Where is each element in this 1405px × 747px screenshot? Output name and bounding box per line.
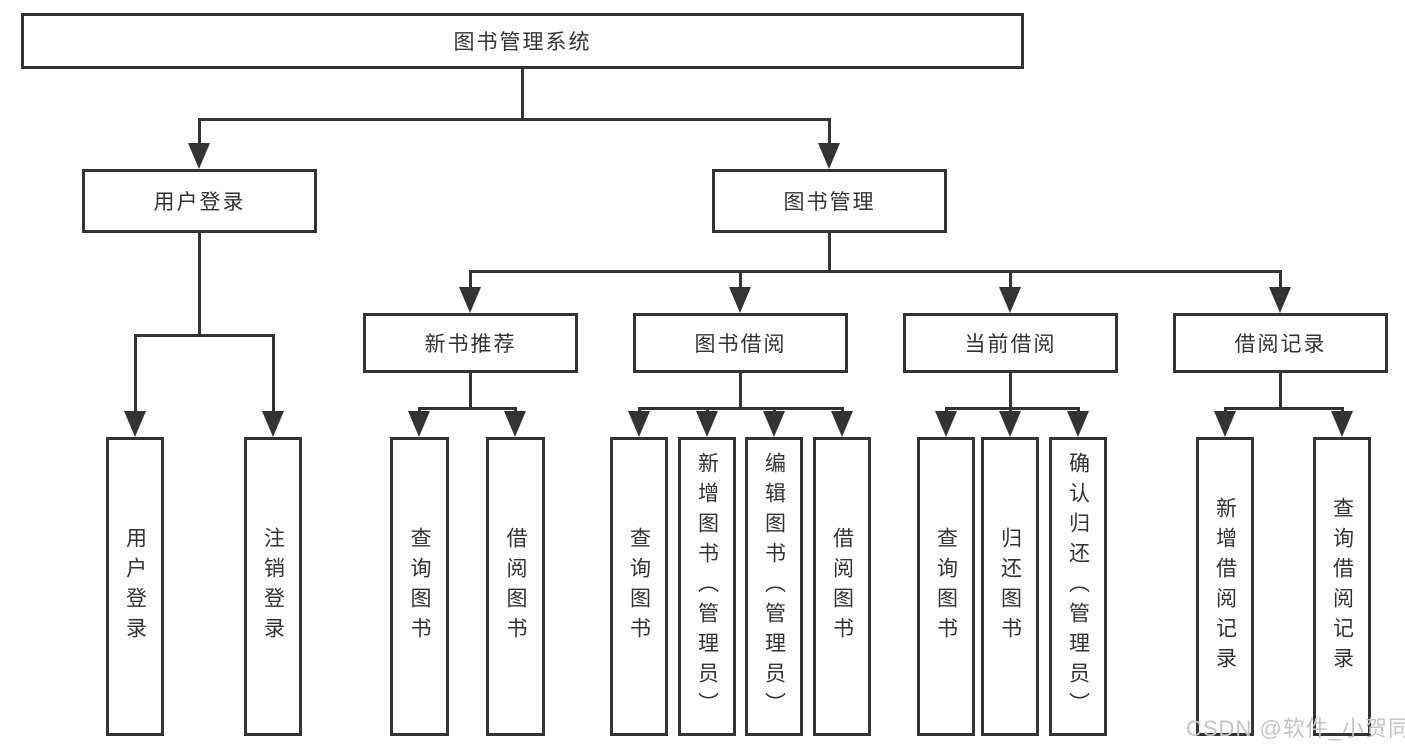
leaf-edit-book-admin: 编辑图书（管理员） <box>745 437 803 736</box>
leaf-query-books-borrow: 查询图书 <box>610 437 668 736</box>
connector-arrow-stem <box>1008 271 1012 291</box>
connector-arrow-stem <box>738 271 742 291</box>
arrowhead-down-icon <box>831 411 853 437</box>
connector-arrow-stem <box>1278 271 1282 291</box>
connector-stem <box>468 373 472 410</box>
connector-bar <box>417 406 517 410</box>
arrowhead-down-icon <box>504 411 526 437</box>
connector-arrow-stem <box>271 335 275 415</box>
leaf-logout: 注销登录 <box>244 437 302 736</box>
connector-stem <box>827 233 831 273</box>
arrowhead-down-icon <box>188 143 210 169</box>
arrowhead-down-icon <box>999 411 1021 437</box>
connector-stem <box>520 69 524 121</box>
arrowhead-down-icon <box>408 411 430 437</box>
leaf-add-borrow-record: 新增借阅记录 <box>1196 437 1254 736</box>
connector-arrow-stem <box>197 119 201 147</box>
arrowhead-down-icon <box>999 287 1021 313</box>
arrowhead-down-icon <box>818 143 840 169</box>
connector-stem <box>197 233 201 337</box>
leaf-borrow-books: 借阅图书 <box>813 437 871 736</box>
arrowhead-down-icon <box>729 287 751 313</box>
arrowhead-down-icon <box>696 411 718 437</box>
arrowhead-down-icon <box>935 411 957 437</box>
arrowhead-down-icon <box>124 411 146 437</box>
connector-stem <box>1278 373 1282 410</box>
node-borrow-records: 借阅记录 <box>1173 313 1388 373</box>
arrowhead-down-icon <box>763 411 785 437</box>
leaf-query-borrow-record: 查询借阅记录 <box>1313 437 1371 736</box>
connector-stem <box>1008 373 1012 410</box>
arrowhead-down-icon <box>1067 411 1089 437</box>
connector-bar <box>637 406 844 410</box>
arrowhead-down-icon <box>1331 411 1353 437</box>
connector-bar <box>197 117 831 121</box>
leaf-query-books-current: 查询图书 <box>917 437 975 736</box>
connector-bar <box>468 269 1282 273</box>
leaf-confirm-return-admin: 确认归还（管理员） <box>1049 437 1107 736</box>
leaf-add-book-admin: 新增图书（管理员） <box>678 437 736 736</box>
node-book-management: 图书管理 <box>712 169 947 233</box>
leaf-query-books-recommend: 查询图书 <box>390 437 449 736</box>
connector-stem <box>738 373 742 410</box>
connector-bar <box>944 406 1080 410</box>
leaf-borrow-books-recommend: 借阅图书 <box>486 437 545 736</box>
leaf-return-book: 归还图书 <box>981 437 1039 736</box>
node-new-book-recommend: 新书推荐 <box>363 313 578 373</box>
arrowhead-down-icon <box>1269 287 1291 313</box>
connector-bar <box>133 333 275 337</box>
arrowhead-down-icon <box>1214 411 1236 437</box>
arrowhead-down-icon <box>459 287 481 313</box>
arrowhead-down-icon <box>262 411 284 437</box>
node-book-borrow: 图书借阅 <box>633 313 848 373</box>
node-user-login: 用户登录 <box>82 169 317 233</box>
connector-arrow-stem <box>133 335 137 415</box>
leaf-user-login: 用户登录 <box>106 437 164 736</box>
connector-bar <box>1223 406 1344 410</box>
node-current-borrow: 当前借阅 <box>903 313 1118 373</box>
arrowhead-down-icon <box>628 411 650 437</box>
watermark: CSDN @软件_小贺同学 <box>1186 716 1405 741</box>
node-root: 图书管理系统 <box>21 13 1024 69</box>
connector-arrow-stem <box>827 119 831 147</box>
connector-arrow-stem <box>468 271 472 291</box>
